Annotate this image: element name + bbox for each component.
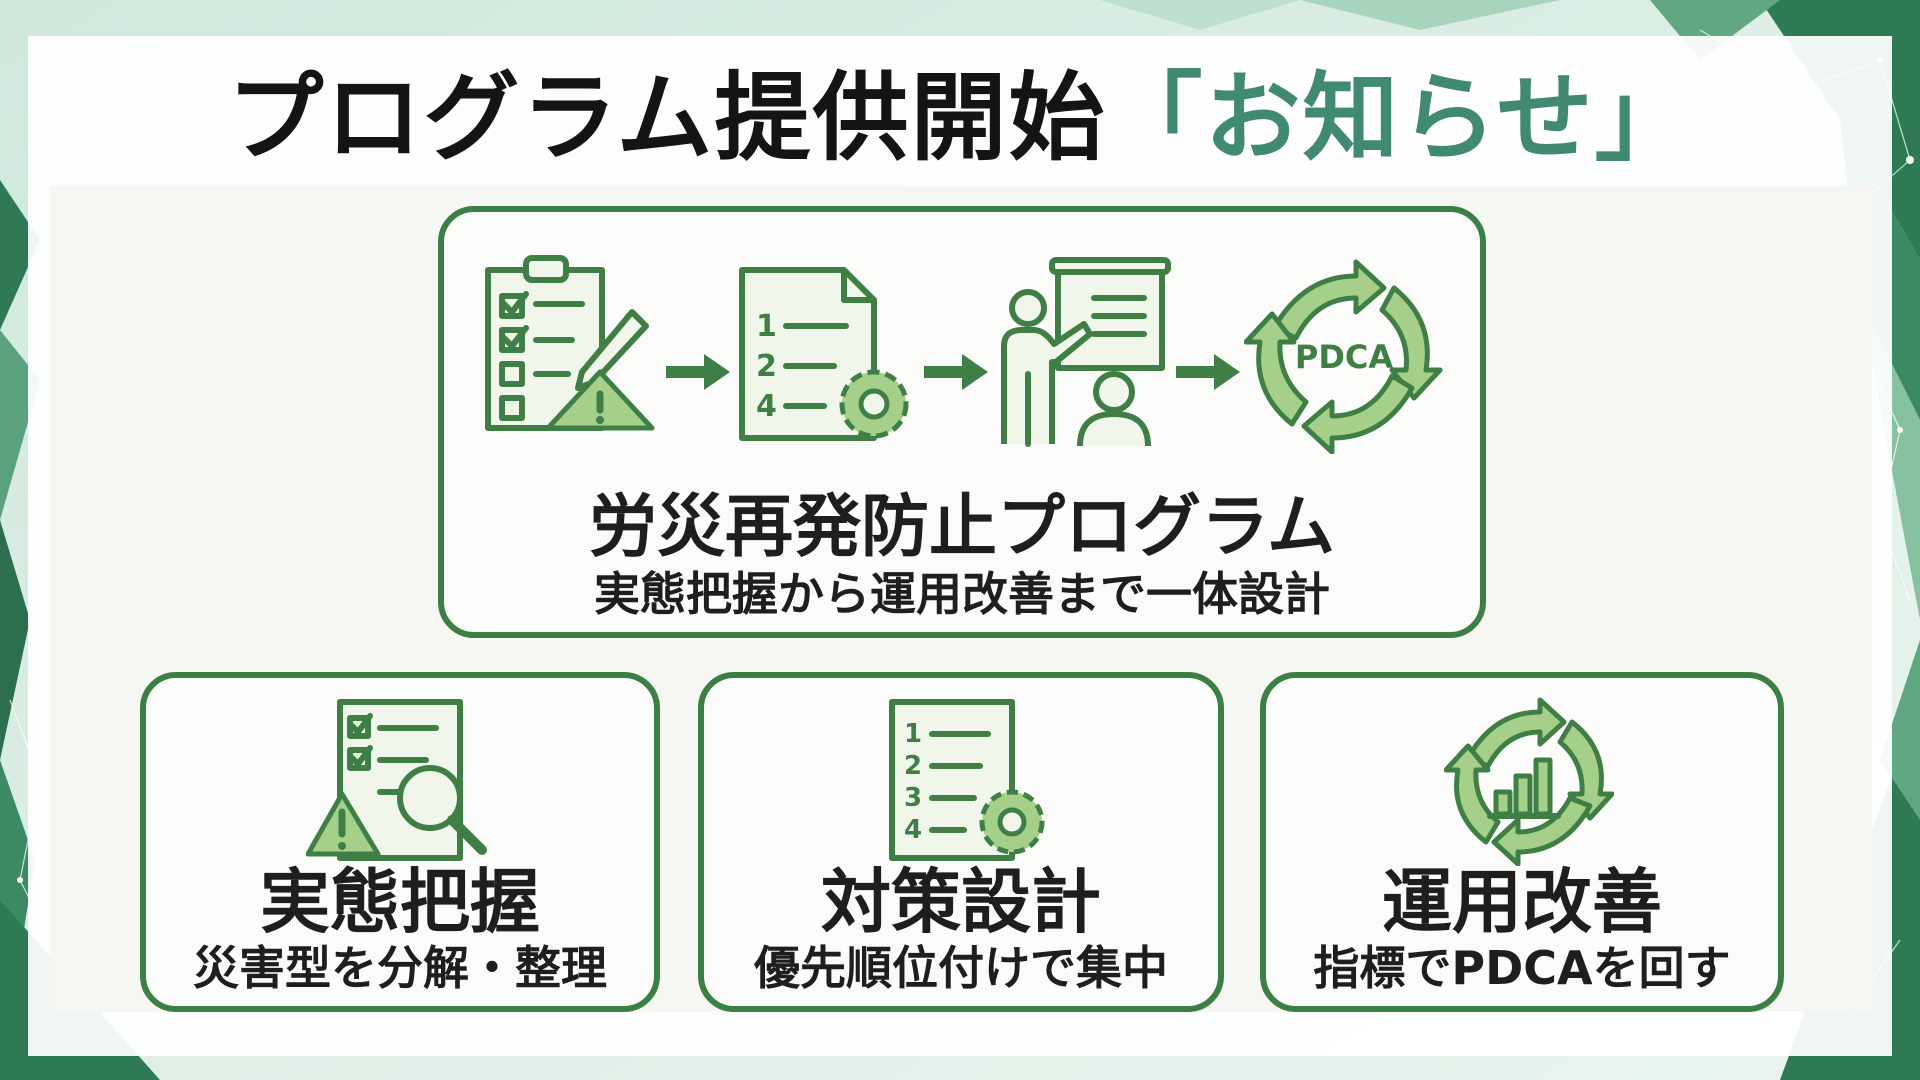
title-main: プログラム提供開始 [227,62,1107,174]
list-number-4: 4 [756,389,777,424]
cycle-bar-chart-icon [1444,697,1614,866]
list-number-3: 3 [904,783,922,813]
arrow-right-icon [666,354,730,390]
checklist-warning-icon [485,255,655,431]
list-number-1: 1 [904,719,922,749]
arrow-right-icon [1176,354,1240,390]
numbered-list-gear-icon: 1 2 3 4 [889,699,1045,861]
feature-card-taisaku: 1 2 3 4 対策設計 優先順位付けで集中 [698,672,1224,1012]
list-number-2: 2 [904,751,922,781]
feature-card-jittai: 実態把握 災害型を分解・整理 [140,672,660,1012]
list-number-1: 1 [756,309,777,344]
feature-title-taisaku: 対策設計 [821,861,1101,943]
arrow-right-icon [924,354,988,390]
list-number-2: 2 [756,349,777,384]
pdca-cycle-icon: PDCA [1244,259,1443,454]
page-title: プログラム提供開始「お知らせ」 [0,58,1920,178]
feature-card-unyou: 運用改善 指標でPDCAを回す [1260,672,1784,1012]
program-title: 労災再発防止プログラム [589,488,1335,567]
feature-subtitle-taisaku: 優先順位付けで集中 [754,941,1168,995]
presentation-icon [1001,257,1171,447]
program-card: 1 2 4 PDCA 労災再発防止プログラム 実態把握から運用改善まで一体設計 [438,206,1486,638]
title-accent: 「お知らせ」 [1106,62,1693,174]
checklist-magnifier-icon [306,699,487,861]
program-subtitle: 実態把握から運用改善まで一体設計 [594,567,1330,621]
feature-subtitle-unyou: 指標でPDCAを回す [1313,941,1731,995]
list-number-4: 4 [904,815,922,845]
numbered-list-gear-icon: 1 2 4 [739,267,909,441]
feature-subtitle-jittai: 災害型を分解・整理 [193,941,607,995]
feature-title-unyou: 運用改善 [1382,861,1662,943]
feature-title-jittai: 実態把握 [260,861,540,943]
pdca-label: PDCA [1295,338,1394,376]
